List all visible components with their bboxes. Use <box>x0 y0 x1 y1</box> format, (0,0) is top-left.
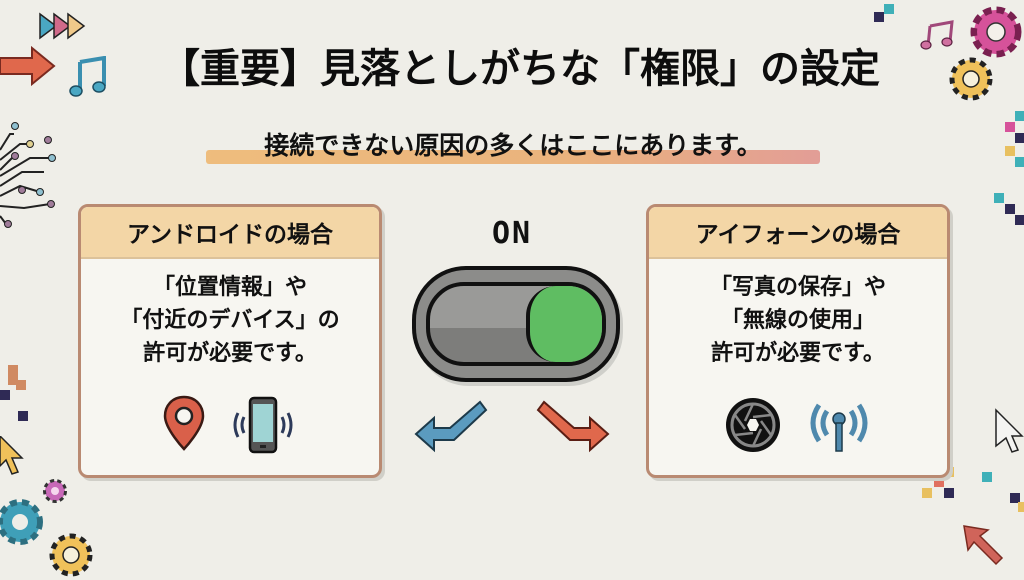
fast-forward-icon <box>39 12 86 40</box>
curved-left-arrow-icon <box>414 400 488 453</box>
pixel-square <box>16 380 26 390</box>
iphone-card: アイフォーンの場合 「写真の保存」や 「無線の使用」 許可が必要です。 <box>646 204 950 478</box>
gear-icon <box>0 499 43 545</box>
pixel-square <box>934 477 944 487</box>
toggle-state-label: ON <box>491 216 533 251</box>
gear-icon <box>49 533 93 577</box>
card-line: 「位置情報」や <box>152 275 307 300</box>
pixel-square <box>1005 146 1015 156</box>
pixel-square <box>18 411 28 421</box>
pixel-square <box>922 488 932 498</box>
card-icons <box>649 395 947 455</box>
gear-icon <box>43 479 67 503</box>
pixel-square <box>0 390 10 400</box>
toggle-knob[interactable] <box>526 286 602 362</box>
pixel-square <box>8 365 18 385</box>
pixel-square <box>1015 111 1024 121</box>
card-line: 「付近のデバイス」の <box>120 308 340 333</box>
subtitle-banner: 接続できない原因の多くはここにあります。 <box>206 124 820 170</box>
card-line: 許可が必要です。 <box>711 341 885 366</box>
location-pin-icon <box>163 395 205 451</box>
subtitle: 接続できない原因の多くはここにあります。 <box>264 131 762 160</box>
pixel-square <box>1005 122 1015 132</box>
diagonal-arrow-icon <box>963 525 1004 566</box>
page-title: 【重要】見落としがちな「権限」の設定 <box>160 46 880 92</box>
card-line: 「無線の使用」 <box>720 308 875 333</box>
wireless-antenna-icon <box>810 403 868 452</box>
camera-aperture-icon <box>726 398 780 452</box>
pixel-square <box>1018 502 1024 512</box>
card-line: 「写真の保存」や <box>709 275 886 300</box>
pixel-square <box>874 12 884 22</box>
phone-vibrate-icon <box>233 396 293 454</box>
on-off-toggle[interactable] <box>412 266 620 382</box>
pixel-square <box>1015 215 1024 225</box>
yellow-cursor-icon <box>0 436 24 475</box>
card-body: 「写真の保存」や 「無線の使用」 許可が必要です。 <box>649 259 947 370</box>
card-heading: アンドロイドの場合 <box>81 207 379 259</box>
android-card: アンドロイドの場合 「位置情報」や 「付近のデバイス」の 許可が必要です。 <box>78 204 382 478</box>
gear-icon <box>970 6 1022 58</box>
music-note-icon <box>69 56 106 97</box>
card-heading: アイフォーンの場合 <box>649 207 947 259</box>
gear-icon <box>949 57 993 101</box>
pixel-square <box>1005 204 1015 214</box>
toggle-track <box>426 282 606 366</box>
card-line: 許可が必要です。 <box>143 341 317 366</box>
pixel-square <box>994 193 1004 203</box>
mouse-cursor-icon <box>995 408 1024 453</box>
pixel-square <box>982 472 992 482</box>
right-arrow-icon <box>0 46 56 86</box>
card-body: 「位置情報」や 「付近のデバイス」の 許可が必要です。 <box>81 259 379 370</box>
pixel-square <box>1010 493 1020 503</box>
music-note-icon <box>920 20 954 50</box>
circuit-icon <box>0 122 56 228</box>
pixel-square <box>1015 157 1024 167</box>
card-icons <box>81 395 379 455</box>
pixel-square <box>1015 133 1024 143</box>
pixel-square <box>944 488 954 498</box>
curved-right-arrow-icon <box>536 400 610 453</box>
subtitle-highlight <box>206 150 820 164</box>
pixel-square <box>884 4 894 14</box>
